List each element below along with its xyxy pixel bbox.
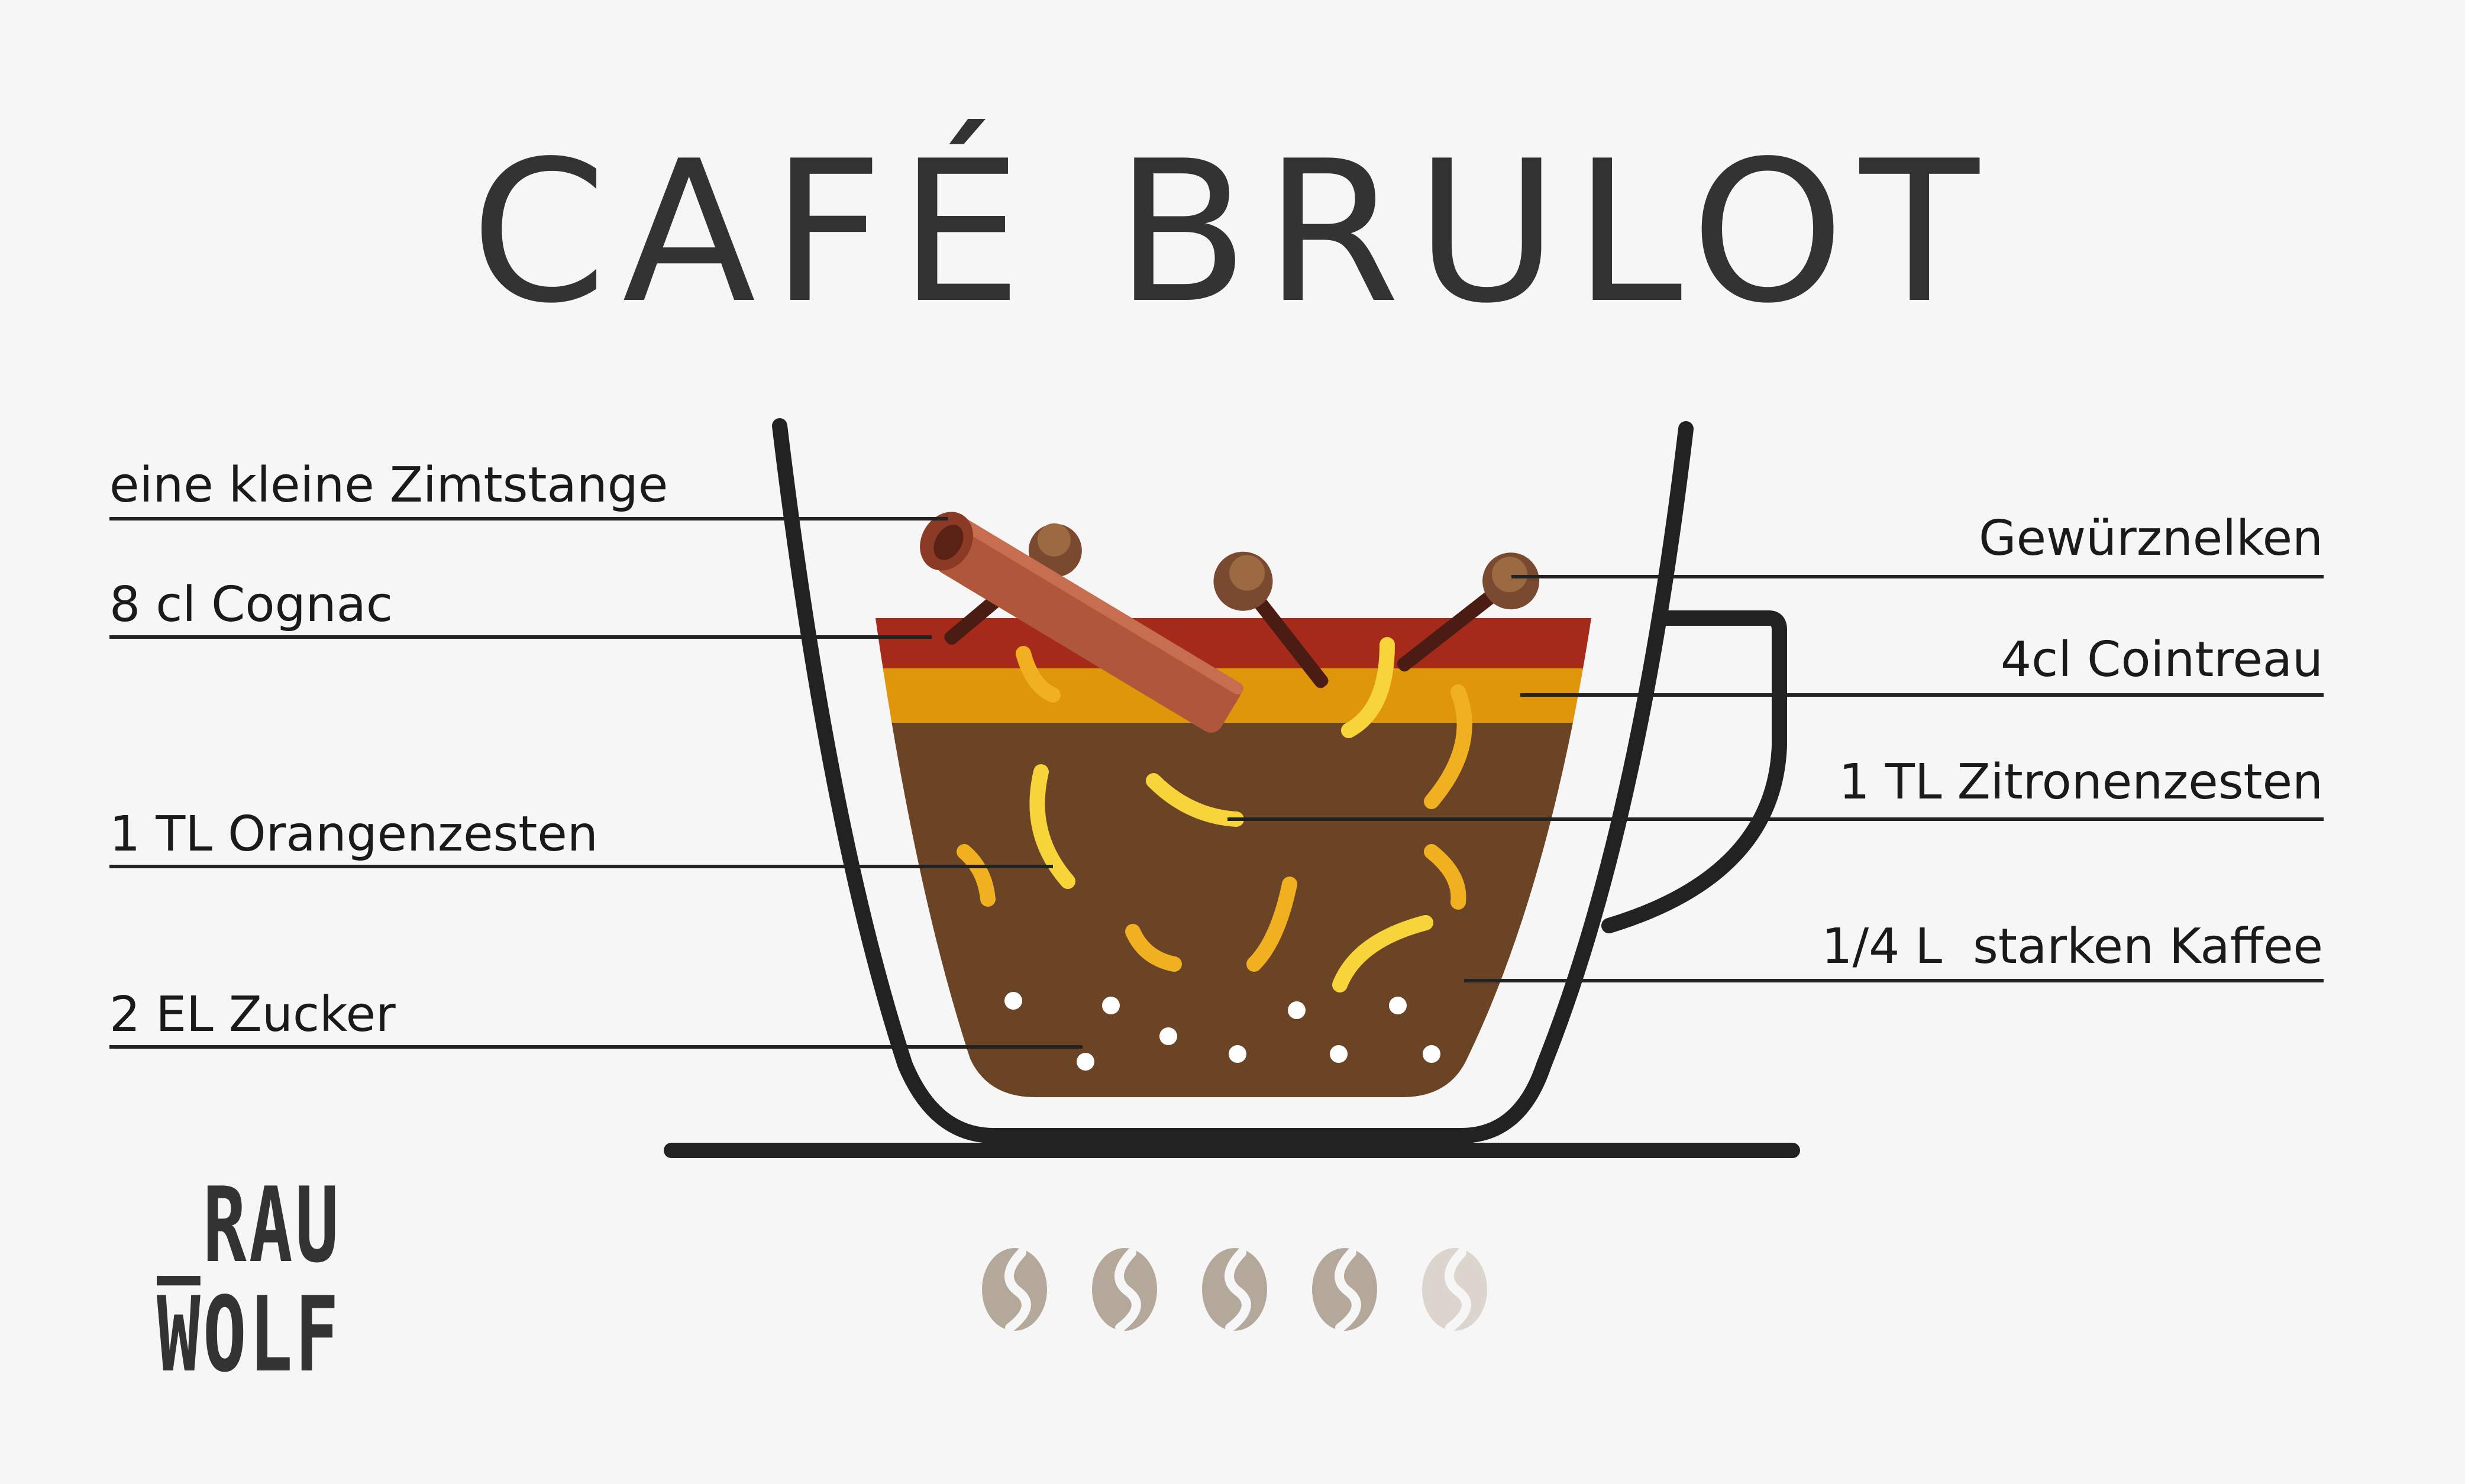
bean-filled-icon [982,1248,1047,1333]
label-cointreau: 4cl Cointreau [2000,632,2323,688]
sugar-grain [1077,1053,1094,1071]
rauwolf-logo: _RAU WOLF [157,1174,370,1393]
label-zitrone: 1 TL Zitronenzesten [1839,754,2323,810]
label-kaffee: 1/4 L starken Kaffee [1821,919,2323,975]
label-nelken: Gewürznelken [1979,510,2323,567]
zest [1424,844,1466,910]
sugar-grain [1004,992,1022,1010]
bean-filled-icon [1312,1248,1377,1333]
sugar-grains [1004,992,1440,1071]
zest [1016,646,1061,703]
bean-filled-icon [1092,1248,1157,1333]
bean-empty-icon [1422,1248,1487,1333]
sugar-grain [1159,1027,1177,1045]
zests [957,637,1472,992]
sugar-grain [1389,997,1407,1014]
logo-line-1: _RAU [157,1166,341,1286]
sugar-grain [1330,1045,1348,1063]
sugar-grain [1102,997,1120,1014]
zest [1029,764,1075,889]
leader-lines [109,517,2324,1049]
cognac-layer [875,618,1591,671]
coffee-layer [875,723,1591,1097]
cup-handle [1601,610,1787,933]
cup-outline [664,418,1800,1158]
label-orange: 1 TL Orangenzesten [109,806,598,862]
clove [1397,552,1540,672]
zest [1332,915,1433,992]
sugar-grain [1288,1001,1306,1019]
cinnamon-stick [920,512,1244,733]
sugar-grain [1423,1045,1440,1063]
zest [1125,924,1182,972]
sugar-grain [1229,1045,1246,1063]
clove [1213,551,1329,688]
bean-filled-icon [1202,1248,1267,1333]
zest [1246,877,1297,972]
zest [1146,773,1244,827]
logo-line-2: WOLF [157,1275,341,1395]
cup-body [772,418,1694,1143]
liquid-layers [875,618,1591,1097]
zest [1424,684,1472,809]
strength-beans [982,1248,1487,1333]
label-zimt: eine kleine Zimtstange [109,457,668,513]
label-zucker: 2 EL Zucker [109,987,396,1043]
label-cognac: 8 cl Cognac [109,577,393,633]
page-title: CAFÉ BRULOT [470,119,1995,346]
zest [957,844,996,907]
zest [1341,637,1395,738]
